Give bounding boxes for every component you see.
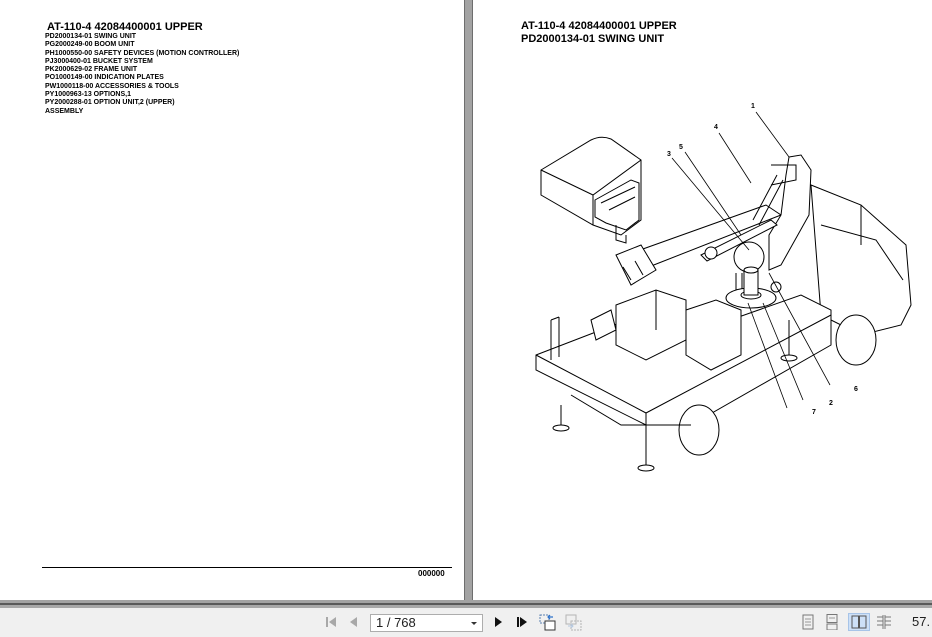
first-page-button[interactable] xyxy=(322,613,340,631)
list-item[interactable]: PY2000288-01 OPTION UNIT,2 (UPPER) xyxy=(45,99,175,107)
footer-divider xyxy=(42,567,452,568)
next-view-icon xyxy=(565,614,582,631)
swing-arm-drawing xyxy=(700,154,812,290)
list-item[interactable]: PO1000149-00 INDICATION PLATES xyxy=(45,74,164,82)
page-indicator: 1 / 768 xyxy=(376,615,416,630)
callout-5: 5 xyxy=(679,144,683,151)
next-page-icon xyxy=(495,617,502,627)
title-line-1: AT-110-4 42084400001 UPPER xyxy=(521,20,677,32)
page-title: AT-110-4 42084400001 UPPER xyxy=(47,21,203,33)
last-page-button[interactable] xyxy=(513,613,531,631)
next-view-button[interactable] xyxy=(565,613,583,631)
previous-view-button[interactable] xyxy=(539,613,557,631)
list-item[interactable]: PK2000629-02 FRAME UNIT xyxy=(45,66,138,74)
bucket-drawing xyxy=(540,136,642,244)
page-right: AT-110-4 42084400001 UPPER PD2000134-01 … xyxy=(472,0,932,600)
continuous-view-button[interactable] xyxy=(823,613,841,631)
previous-page-button[interactable] xyxy=(345,613,363,631)
callout-3: 3 xyxy=(667,151,671,158)
parts-index-list: PD2000134-01 SWING UNIT PG2000249-00 BOO… xyxy=(45,33,239,116)
list-item[interactable]: PH1000550-00 SAFETY DEVICES (MOTION CONT… xyxy=(45,49,240,57)
callout-6: 6 xyxy=(854,386,858,393)
title-line-2: PD2000134-01 SWING UNIT xyxy=(521,33,665,45)
previous-page-icon xyxy=(350,617,357,627)
continuous-facing-view-button[interactable] xyxy=(875,613,893,631)
page-left: AT-110-4 42084400001 UPPER PD2000134-01 … xyxy=(0,0,465,600)
list-item[interactable]: PY1000963-13 OPTIONS,1 xyxy=(45,91,131,99)
continuous-facing-view-icon xyxy=(877,615,891,629)
page-number-input[interactable]: 1 / 768 xyxy=(370,614,483,632)
zoom-level-field[interactable]: 57. xyxy=(912,614,931,629)
navigation-toolbar: 1 / 768 57. xyxy=(0,603,932,637)
page-title: AT-110-4 42084400001 UPPER PD2000134-01 … xyxy=(521,20,677,46)
chevron-down-icon[interactable] xyxy=(471,622,477,625)
swing-unit-exploded-diagram xyxy=(535,111,912,472)
callout-leaders xyxy=(671,111,831,409)
callout-1: 1 xyxy=(751,103,755,110)
last-page-icon xyxy=(517,617,527,627)
continuous-view-icon xyxy=(826,614,838,630)
callout-4: 4 xyxy=(714,124,718,131)
list-item[interactable]: PW1000118-00 ACCESSORIES & TOOLS xyxy=(45,82,179,90)
slewing-ring-drawing xyxy=(725,266,782,309)
document-viewport[interactable]: AT-110-4 42084400001 UPPER PD2000134-01 … xyxy=(0,0,932,603)
page-footer-number: 000000 xyxy=(418,569,445,578)
single-page-view-button[interactable] xyxy=(799,613,817,631)
callout-7: 7 xyxy=(812,409,816,416)
facing-pages-view-icon xyxy=(851,615,867,629)
truck-bed-drawing xyxy=(535,289,832,472)
list-item[interactable]: PG2000249-00 BOOM UNIT xyxy=(45,41,135,49)
single-page-view-icon xyxy=(802,614,814,630)
facing-pages-view-button[interactable] xyxy=(848,613,870,631)
callout-2: 2 xyxy=(829,400,833,407)
boom-drawing xyxy=(615,204,783,286)
list-item[interactable]: ASSEMBLY xyxy=(45,107,84,115)
previous-view-icon xyxy=(539,614,556,631)
list-item[interactable]: PJ3000400-01 BUCKET SYSTEM xyxy=(45,57,153,65)
list-item[interactable]: PD2000134-01 SWING UNIT xyxy=(45,33,137,40)
next-page-button[interactable] xyxy=(489,613,507,631)
first-page-icon xyxy=(326,617,336,627)
